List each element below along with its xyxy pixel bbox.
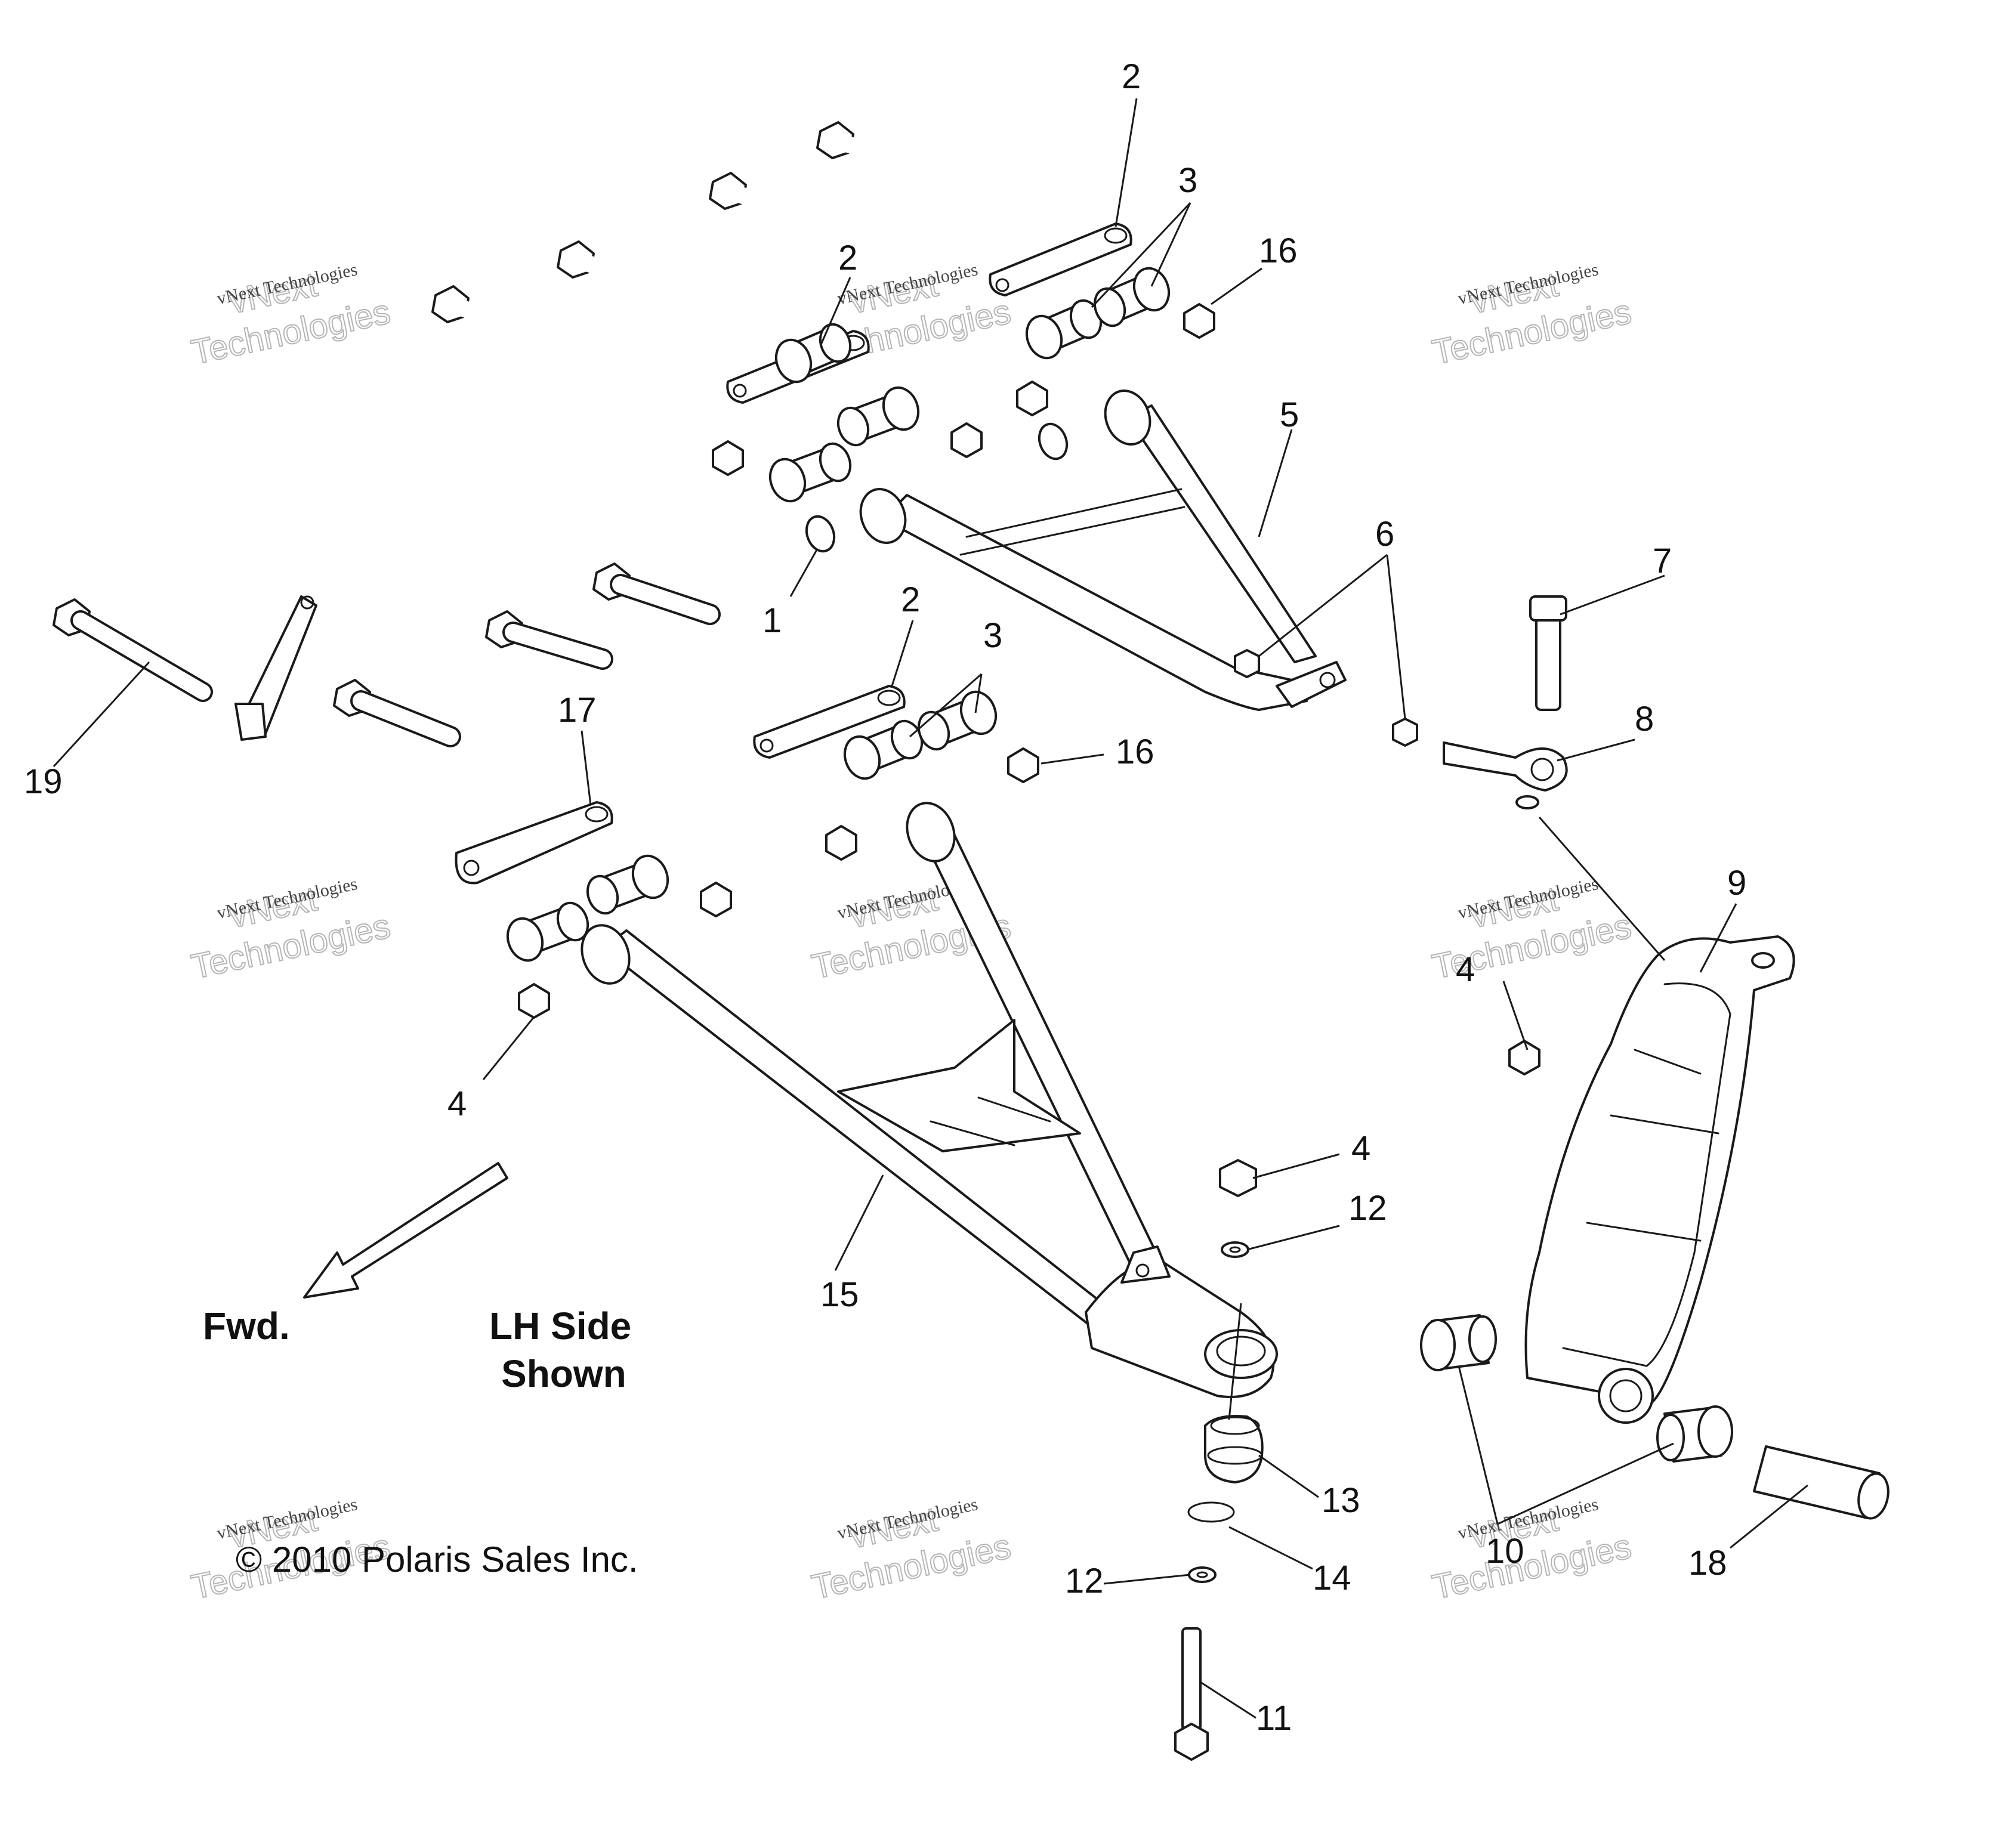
pin-18: [1753, 1445, 1890, 1520]
nut: [950, 422, 983, 458]
watermark: vNext vNext Technologies Technologies: [808, 1494, 1015, 1608]
callout-label: 16: [1116, 732, 1154, 771]
callout-label: 10: [1486, 1532, 1524, 1571]
callout-label: 18: [1688, 1544, 1727, 1582]
washer: [805, 515, 836, 553]
bushing: [843, 719, 924, 780]
bolts-lower: [53, 562, 721, 747]
bushing: [1093, 267, 1171, 327]
callout-label: 2: [838, 239, 857, 277]
bolt: [485, 610, 613, 670]
forward-arrow-icon: [303, 1162, 508, 1299]
bushing: [774, 323, 852, 384]
forward-label: Fwd.: [203, 1305, 290, 1347]
callout-label: 12: [1065, 1562, 1104, 1600]
bushing: [586, 854, 669, 915]
bolt: [816, 121, 948, 181]
bolt: [333, 679, 461, 747]
nut: [1219, 1159, 1257, 1197]
washer: [1188, 1566, 1217, 1583]
pivot-link-17: [455, 801, 613, 885]
callout-label: 16: [1259, 231, 1298, 270]
nut: [1392, 718, 1418, 747]
callout-label: 7: [1653, 542, 1672, 580]
watermark: vNext vNext Technologies Technologies: [187, 259, 394, 373]
callout-label: 1: [762, 601, 782, 640]
callout-label: 11: [1256, 1699, 1292, 1738]
bolt: [592, 562, 721, 625]
snap-ring: [1187, 1501, 1235, 1523]
ball-joint-stack: [1174, 1159, 1264, 1761]
side-label-line1: LH Side: [489, 1305, 631, 1347]
callout-label: 19: [24, 762, 63, 801]
callout-label: 12: [1348, 1189, 1387, 1228]
upper-hardware: [712, 267, 1215, 553]
pivot-link-mid: [753, 685, 906, 759]
watermark: vNext vNext Technologies Technologies: [1428, 259, 1635, 373]
bolt-7: [1529, 595, 1567, 711]
watermark-group: vNext vNext Technologies Technologies vN…: [187, 259, 1635, 1608]
callout-label: 4: [447, 1084, 467, 1123]
pivot-link-upper-right: [989, 222, 1132, 296]
bolt: [709, 172, 835, 229]
watermark: vNext vNext Technologies Technologies: [187, 874, 394, 987]
nut: [712, 440, 744, 476]
bushing-10-left: [1420, 1314, 1497, 1371]
watermark: vNext vNext Technologies Technologies: [1428, 874, 1635, 987]
bolt: [557, 240, 677, 298]
steering-knuckle: [1524, 935, 1795, 1424]
callout-label: 4: [1351, 1129, 1370, 1168]
washer: [1221, 1241, 1249, 1258]
nut: [825, 825, 857, 861]
bolts-upper: [431, 121, 948, 345]
callout-label: 3: [983, 616, 1002, 655]
nut: [700, 882, 732, 917]
callout-label: 14: [1313, 1559, 1351, 1597]
bushing: [836, 386, 920, 447]
nut: [1007, 747, 1039, 783]
callout-label: 9: [1727, 864, 1746, 902]
lower-a-arm: [581, 802, 1278, 1398]
callout-label: 3: [1178, 161, 1197, 200]
side-label-line2: Shown: [501, 1352, 626, 1395]
ball-joint: [1204, 1415, 1264, 1483]
callout-label: 6: [1375, 515, 1394, 554]
bushing: [1025, 299, 1103, 360]
tie-rod-end: [1443, 741, 1568, 809]
nut: [518, 983, 550, 1019]
upper-a-arm: [859, 390, 1347, 711]
washer: [1038, 422, 1069, 460]
bolt: [431, 285, 557, 345]
callout-label: 2: [1122, 57, 1141, 96]
nut: [1183, 303, 1215, 339]
bolt-long: [53, 598, 213, 702]
callout-label: 13: [1322, 1481, 1360, 1520]
nut: [1508, 1040, 1540, 1075]
callout-label: 4: [1456, 950, 1475, 989]
pivot-link: [234, 595, 317, 741]
callout-label: 15: [820, 1275, 859, 1314]
callout-label: 17: [558, 691, 597, 730]
leader-lines: [53, 98, 1808, 1719]
nut: [1016, 381, 1048, 416]
bushing: [917, 690, 998, 751]
bolt-11: [1174, 1627, 1209, 1761]
copyright-notice: © 2010 Polaris Sales Inc.: [236, 1540, 638, 1579]
callouts: 1 2 2 2 3 3 4 4 4 5 6 7 8 9 10 11 12 12 …: [24, 57, 1746, 1738]
watermark: vNext vNext Technologies Technologies: [1428, 1494, 1635, 1608]
bushing-10-right: [1656, 1405, 1733, 1463]
callout-label: 2: [901, 580, 920, 619]
watermark: vNext vNext Technologies Technologies: [808, 259, 1015, 373]
bushing: [506, 901, 589, 962]
bushing: [768, 442, 852, 503]
callout-label: 5: [1280, 395, 1299, 434]
nut: [1234, 649, 1260, 678]
callout-label: 8: [1635, 700, 1654, 738]
